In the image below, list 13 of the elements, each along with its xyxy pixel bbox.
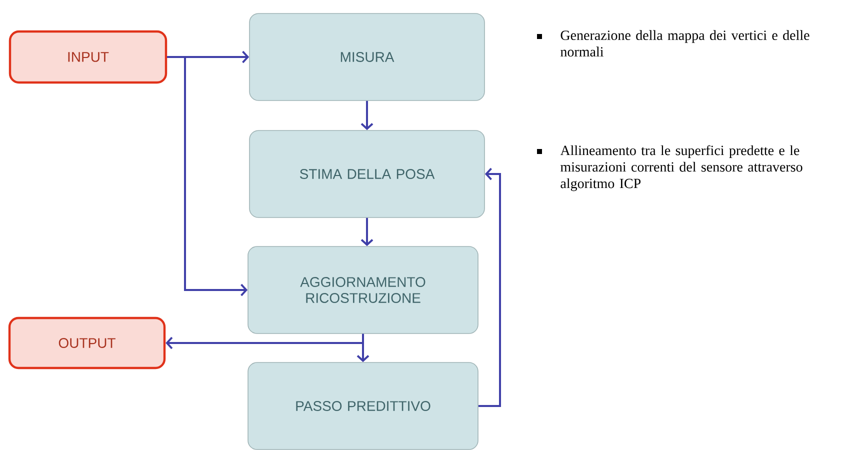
process-box: PASSO PREDITTIVO: [248, 362, 478, 450]
arrow: [360, 100, 374, 130]
process-box: AGGIORNAMENTO RICOSTRUZIONE: [248, 246, 478, 334]
arrow: [478, 168, 501, 407]
note-text: Generazione della mappa dei vertici e delle normali: [560, 30, 810, 57]
terminal-box: OUTPUT: [8, 316, 166, 370]
arrow: [166, 334, 364, 350]
arrow: [167, 56, 248, 296]
terminal-box: INPUT: [8, 30, 168, 84]
note-text: Allineamento tra le superfici predette e le misurazioni correnti del sensore attraverso algoritmo ICP: [560, 145, 802, 192]
process-box: MISURA: [249, 13, 485, 101]
arrow: [360, 218, 374, 246]
process-box: STIMA DELLA POSA: [249, 130, 485, 218]
